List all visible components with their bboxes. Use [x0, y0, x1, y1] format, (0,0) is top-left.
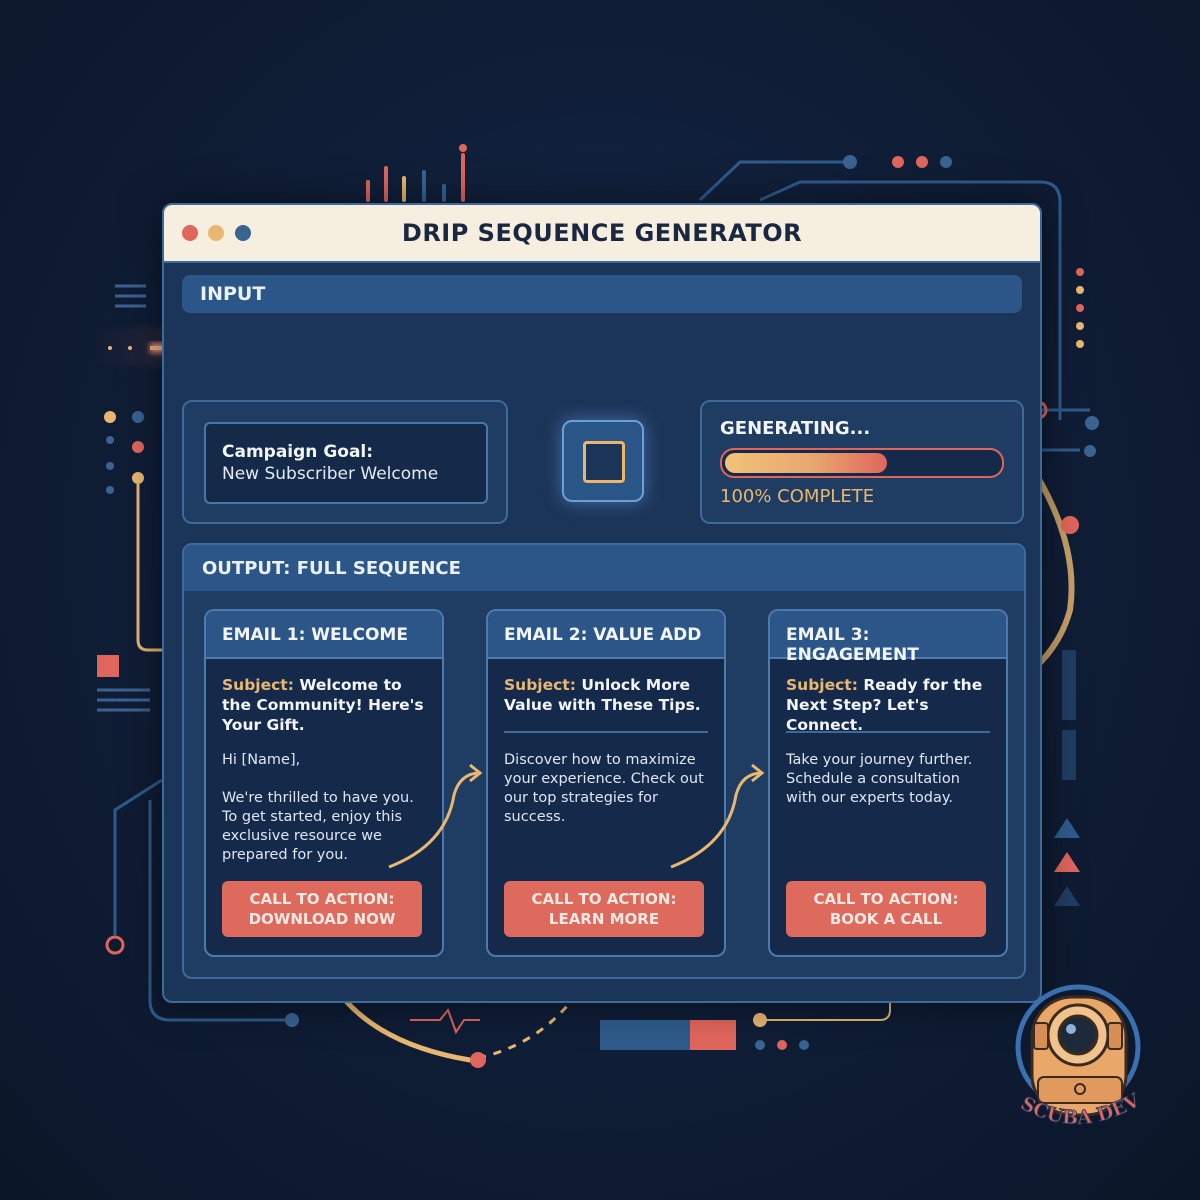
- right-dot-column: [1076, 268, 1084, 348]
- cta-book-a-call-button[interactable]: CALL TO ACTION: BOOK A CALL: [786, 881, 986, 937]
- email-card-header: EMAIL 1: WELCOME: [206, 611, 442, 659]
- cta-action: DOWNLOAD NOW: [248, 910, 396, 928]
- email-title: EMAIL 1: WELCOME: [222, 625, 408, 645]
- email-title: EMAIL 3: ENGAGEMENT: [786, 625, 919, 665]
- chip-core: [583, 441, 625, 483]
- cta-learn-more-button[interactable]: CALL TO ACTION: LEARN MORE: [504, 881, 704, 937]
- email-body: Take your journey further. Schedule a co…: [786, 752, 973, 806]
- bottom-bar-decoration: [600, 1020, 690, 1050]
- email-divider: [786, 731, 990, 733]
- campaign-goal-panel: Campaign Goal: New Subscriber Welcome: [182, 400, 508, 524]
- cta-label: CALL TO ACTION:: [813, 890, 959, 908]
- title-bar: DRIP SEQUENCE GENERATOR: [164, 205, 1040, 263]
- cta-label: CALL TO ACTION:: [531, 890, 677, 908]
- close-window-button[interactable]: [182, 225, 198, 241]
- output-panel: OUTPUT: FULL SEQUENCE EMAIL 1: WELCOME S…: [182, 543, 1026, 979]
- subject-prefix: Subject:: [222, 676, 294, 694]
- subject-text: Unlock More Value with These Tips.: [504, 676, 701, 714]
- right-shapes: [1054, 650, 1080, 906]
- email-subject: Subject: Unlock More Value with These Ti…: [504, 675, 712, 715]
- email-card-3: EMAIL 3: ENGAGEMENT Subject: Ready for t…: [768, 609, 1008, 957]
- progress-bar: [720, 448, 1004, 478]
- window-title: DRIP SEQUENCE GENERATOR: [401, 219, 803, 247]
- output-section-label: OUTPUT: FULL SEQUENCE: [202, 558, 461, 579]
- campaign-goal-field[interactable]: Campaign Goal: New Subscriber Welcome: [204, 422, 488, 504]
- cta-download-now-button[interactable]: CALL TO ACTION: DOWNLOAD NOW: [222, 881, 422, 937]
- app-window: DRIP SEQUENCE GENERATOR INPUT Campaign G…: [162, 203, 1042, 1003]
- subject-prefix: Subject:: [786, 676, 858, 694]
- email-title: EMAIL 2: VALUE ADD: [504, 625, 702, 645]
- cta-action: BOOK A CALL: [829, 910, 943, 928]
- progress-bar-fill: [725, 453, 887, 473]
- processor-chip-icon: [562, 420, 644, 502]
- progress-status-text: 100% COMPLETE: [720, 486, 875, 507]
- email-subject: Subject: Welcome to the Community! Here'…: [222, 675, 430, 735]
- cta-label: CALL TO ACTION:: [249, 890, 395, 908]
- output-section-header: OUTPUT: FULL SEQUENCE: [184, 545, 1024, 591]
- top-right-circuit: [698, 160, 1090, 452]
- campaign-goal-value: New Subscriber Welcome: [222, 464, 439, 484]
- subject-prefix: Subject:: [504, 676, 576, 694]
- input-section-label: INPUT: [200, 283, 266, 305]
- minimize-window-button[interactable]: [208, 225, 224, 241]
- maximize-window-button[interactable]: [235, 225, 251, 241]
- email-body: We're thrilled to have you. To get start…: [222, 790, 414, 863]
- left-decorations: [97, 284, 299, 1027]
- email-body: Discover how to maximize your experience…: [504, 752, 704, 825]
- generation-status-title: GENERATING...: [720, 418, 871, 439]
- input-section-header: INPUT: [182, 275, 1022, 313]
- subject-text: Ready for the Next Step? Let's Connect.: [786, 676, 983, 734]
- email-card-header: EMAIL 2: VALUE ADD: [488, 611, 724, 659]
- email-card-header: EMAIL 3: ENGAGEMENT: [770, 611, 1006, 665]
- subject-text: Welcome to the Community! Here's Your Gi…: [222, 676, 424, 734]
- top-bars-decoration: [366, 144, 467, 202]
- generation-status-panel: GENERATING... 100% COMPLETE: [700, 400, 1024, 524]
- email-subject: Subject: Ready for the Next Step? Let's …: [786, 675, 994, 735]
- campaign-goal-label: Campaign Goal:: [222, 442, 374, 462]
- email-card-2: EMAIL 2: VALUE ADD Subject: Unlock More …: [486, 609, 726, 957]
- cta-action: LEARN MORE: [548, 910, 660, 928]
- email-greeting: Hi [Name],: [222, 752, 301, 768]
- diving-helmet-icon: SCUBA DEV: [1015, 984, 1145, 1130]
- email-card-1: EMAIL 1: WELCOME Subject: Welcome to the…: [204, 609, 444, 957]
- email-divider: [504, 731, 708, 733]
